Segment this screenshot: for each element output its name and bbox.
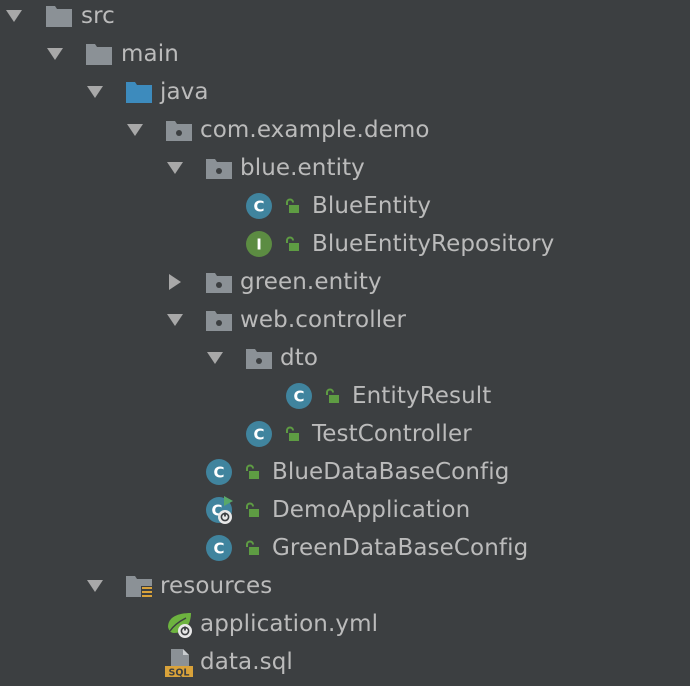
spring-config-icon	[164, 609, 194, 639]
tree-row-label: src	[81, 3, 115, 29]
tree-row-green-entity[interactable]: green.entity	[0, 263, 690, 301]
tree-row-label: main	[121, 41, 179, 67]
class-icon: C	[204, 533, 234, 563]
package-icon	[164, 115, 194, 145]
expand-arrow-down-icon[interactable]	[86, 83, 104, 101]
tree-row-label: java	[160, 79, 209, 105]
expand-arrow-down-icon[interactable]	[46, 45, 64, 63]
svg-text:C: C	[253, 198, 264, 216]
tree-row-label: GreenDataBaseConfig	[272, 535, 529, 561]
svg-text:SQL: SQL	[169, 667, 190, 677]
tree-row-green-database-config[interactable]: C GreenDataBaseConfig	[0, 529, 690, 567]
tree-row-label: DemoApplication	[272, 497, 471, 523]
package-icon	[204, 267, 234, 297]
lock-icon	[244, 502, 260, 518]
lock-icon	[324, 388, 340, 404]
tree-row-blue-entity-class[interactable]: C BlueEntity	[0, 187, 690, 225]
lock-icon	[244, 464, 260, 480]
svg-text:C: C	[253, 426, 264, 444]
tree-row-label: TestController	[312, 421, 472, 447]
tree-row-src[interactable]: src	[0, 0, 690, 35]
tree-row-label: BlueEntityRepository	[312, 231, 555, 257]
class-icon: C	[244, 191, 274, 221]
expand-arrow-down-icon[interactable]	[206, 349, 224, 367]
tree-row-label: web.controller	[240, 307, 406, 333]
expand-arrow-down-icon[interactable]	[166, 311, 184, 329]
tree-row-dto[interactable]: dto	[0, 339, 690, 377]
source-folder-icon	[124, 77, 154, 107]
sql-file-icon: SQL	[164, 647, 194, 677]
tree-row-label: application.yml	[200, 611, 379, 637]
spring-boot-class-icon: C	[204, 495, 234, 525]
package-icon	[244, 343, 274, 373]
tree-row-application-yml[interactable]: application.yml	[0, 605, 690, 643]
folder-icon	[44, 1, 74, 31]
expand-arrow-down-icon[interactable]	[5, 7, 23, 25]
svg-text:C: C	[213, 540, 224, 558]
interface-icon: I	[244, 229, 274, 259]
tree-row-java[interactable]: java	[0, 73, 690, 111]
resources-folder-icon	[124, 571, 154, 601]
svg-text:C: C	[213, 464, 224, 482]
lock-icon	[284, 426, 300, 442]
class-icon: C	[284, 381, 314, 411]
tree-row-resources[interactable]: resources	[0, 567, 690, 605]
lock-icon	[284, 198, 300, 214]
expand-arrow-down-icon[interactable]	[166, 159, 184, 177]
tree-row-blue-entity-repository[interactable]: I BlueEntityRepository	[0, 225, 690, 263]
tree-row-demo-application[interactable]: C DemoApplication	[0, 491, 690, 529]
tree-row-label: data.sql	[200, 649, 293, 675]
expand-arrow-right-icon[interactable]	[166, 273, 184, 291]
class-icon: C	[244, 419, 274, 449]
tree-row-entity-result[interactable]: C EntityResult	[0, 377, 690, 415]
expand-arrow-down-icon[interactable]	[86, 577, 104, 595]
class-icon: C	[204, 457, 234, 487]
tree-row-blue-entity[interactable]: blue.entity	[0, 149, 690, 187]
tree-row-label: BlueEntity	[312, 193, 432, 219]
tree-row-com-example-demo[interactable]: com.example.demo	[0, 111, 690, 149]
tree-row-label: blue.entity	[240, 155, 365, 181]
svg-text:C: C	[211, 502, 222, 520]
folder-icon	[84, 39, 114, 69]
svg-text:I: I	[256, 236, 262, 254]
tree-row-main[interactable]: main	[0, 35, 690, 73]
tree-row-label: EntityResult	[352, 383, 492, 409]
tree-row-label: green.entity	[240, 269, 382, 295]
package-icon	[204, 153, 234, 183]
lock-icon	[244, 540, 260, 556]
package-icon	[204, 305, 234, 335]
tree-row-label: dto	[280, 345, 318, 371]
lock-icon	[284, 236, 300, 252]
tree-row-test-controller[interactable]: C TestController	[0, 415, 690, 453]
expand-arrow-down-icon[interactable]	[126, 121, 144, 139]
tree-row-label: BlueDataBaseConfig	[272, 459, 510, 485]
svg-text:C: C	[293, 388, 304, 406]
tree-row-blue-database-config[interactable]: C BlueDataBaseConfig	[0, 453, 690, 491]
tree-row-label: resources	[160, 573, 273, 599]
tree-row-web-controller[interactable]: web.controller	[0, 301, 690, 339]
tree-row-data-sql[interactable]: SQL data.sql	[0, 643, 690, 681]
tree-row-label: com.example.demo	[200, 117, 430, 143]
